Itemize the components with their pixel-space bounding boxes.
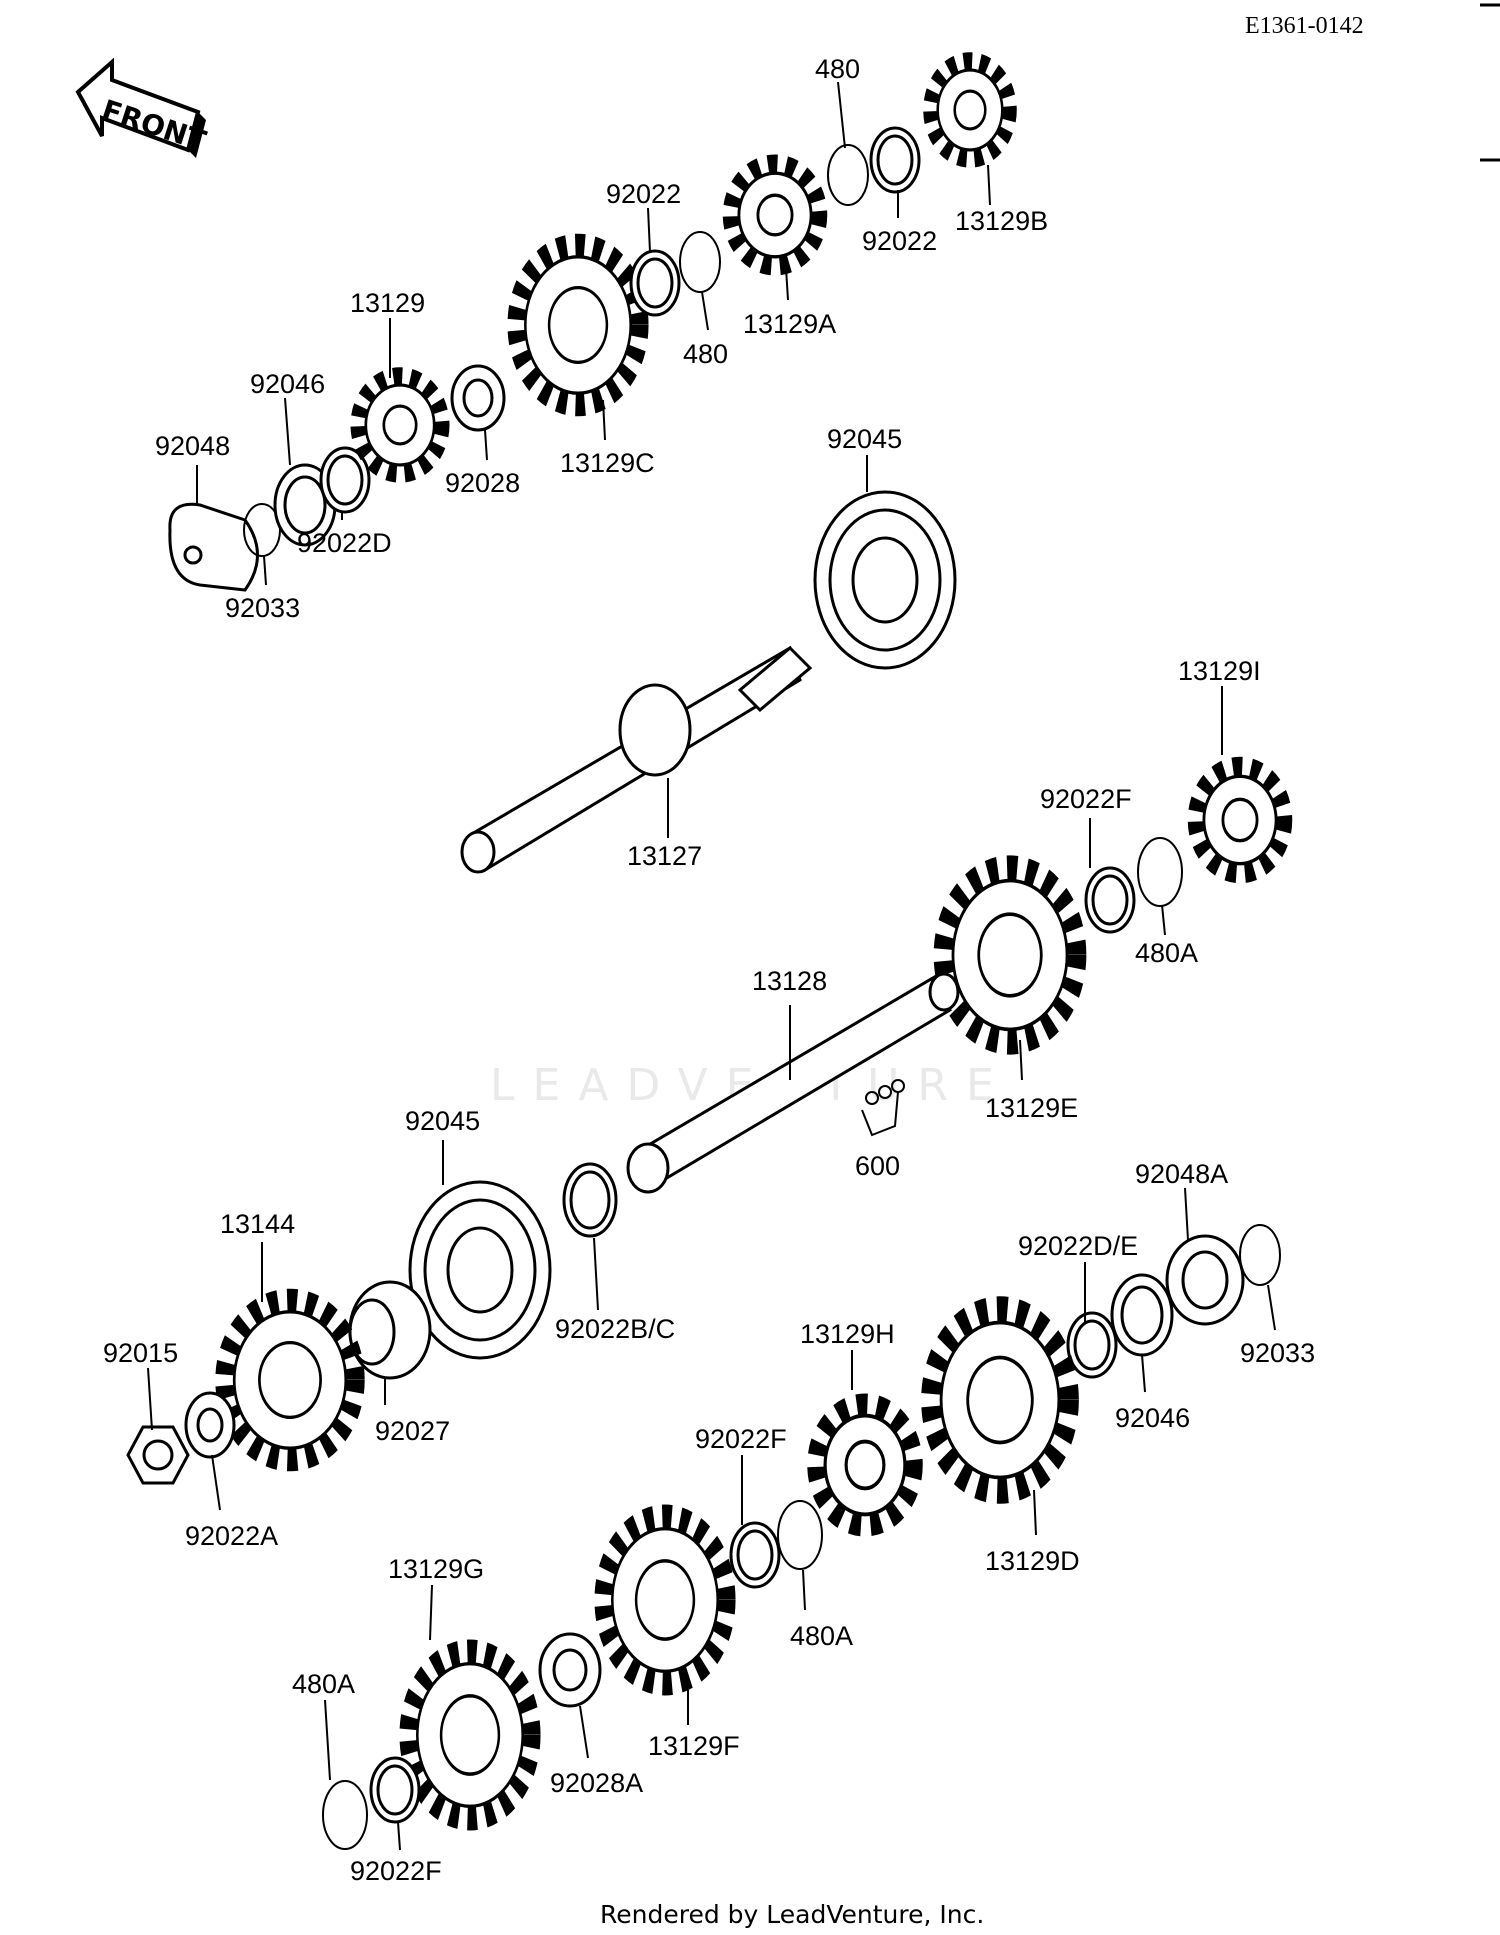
callout-92022F: 92022F: [695, 1424, 787, 1454]
gear-13129H: [817, 1405, 914, 1525]
callout-13129: 13129: [350, 288, 425, 318]
callout-92022D: 92022D: [297, 528, 392, 558]
bearing-92046-right: [1110, 1273, 1174, 1357]
gear-13129I: [1196, 767, 1283, 873]
front-arrow-icon: FRONT: [75, 57, 210, 158]
bushing-92028: [450, 364, 506, 432]
circlip-480A-bottom: [322, 1780, 368, 1850]
callout-92048: 92048: [155, 431, 230, 461]
callout-480: 480: [683, 339, 728, 369]
washer-92022F-top: [1084, 866, 1136, 934]
callout-92022D-E: 92022D/E: [1018, 1231, 1138, 1261]
callout-13129C: 13129C: [560, 448, 655, 478]
washer-92022-right: [869, 126, 921, 194]
gear-13129: [359, 377, 442, 474]
washer-92022F-mid: [729, 1521, 781, 1589]
callout-92027: 92027: [375, 1416, 450, 1446]
washer-92022: [629, 249, 681, 317]
callout-13129D: 13129D: [985, 1546, 1080, 1576]
washer-92022F-bottom: [369, 1756, 421, 1824]
shaft-13127: [460, 645, 813, 874]
callout-92033: 92033: [225, 593, 300, 623]
circlip-480A-mid: [777, 1500, 823, 1570]
callout-13129I: 13129I: [1178, 656, 1261, 686]
callout-92022: 92022: [606, 179, 681, 209]
callout-480A: 480A: [292, 1669, 355, 1699]
shaft-13128: [626, 972, 960, 1194]
callout-92028A: 92028A: [550, 1768, 643, 1798]
callout-92045: 92045: [405, 1106, 480, 1136]
callout-92022: 92022: [862, 226, 937, 256]
collar-92048A: [1165, 1234, 1245, 1326]
callout-480: 480: [815, 54, 860, 84]
callout-92046: 92046: [250, 369, 325, 399]
gear-13129D: [932, 1310, 1069, 1490]
callout-92028: 92028: [445, 468, 520, 498]
leader-lines: [147, 81, 1276, 1851]
callout-92046: 92046: [1115, 1403, 1190, 1433]
callout-13129F: 13129F: [648, 1731, 740, 1761]
circlip-92033-right: [1239, 1224, 1281, 1286]
callout-480A: 480A: [1135, 938, 1198, 968]
gear-13129A: [731, 164, 818, 265]
collar-92027: [348, 1280, 432, 1380]
callout-92045: 92045: [827, 424, 902, 454]
bushing-92028A: [538, 1632, 602, 1708]
callout-13127: 13127: [627, 841, 702, 871]
circlip-480-top: [827, 144, 869, 206]
ball-bearing-92045-top: [813, 490, 957, 670]
callout-92033: 92033: [1240, 1338, 1315, 1368]
callout-13129G: 13129G: [388, 1554, 484, 1584]
callout-13144: 13144: [220, 1209, 295, 1239]
gear-13129E: [944, 869, 1076, 1042]
callout-13129H: 13129H: [800, 1319, 895, 1349]
callout-13128: 13128: [752, 966, 827, 996]
sprocket-13144: [225, 1301, 355, 1459]
washer-92022A: [184, 1391, 236, 1459]
callout-92022F: 92022F: [1040, 784, 1132, 814]
callout-480A: 480A: [790, 1621, 853, 1651]
gear-13129G: [409, 1652, 531, 1818]
circlip-480A-top: [1137, 837, 1183, 907]
circlip-480: [679, 231, 721, 293]
callout-13129A: 13129A: [743, 309, 836, 339]
callout-600: 600: [855, 1151, 900, 1181]
callout-13129B: 13129B: [955, 206, 1048, 236]
washer-92022DE: [1066, 1311, 1118, 1379]
callout-92022F: 92022F: [350, 1856, 442, 1886]
gear-13129F: [604, 1517, 726, 1683]
footer-credit: Rendered by LeadVenture, Inc.: [600, 1900, 984, 1929]
ring-92022BC: [562, 1162, 618, 1238]
collar-92048: [168, 502, 259, 592]
nut-92015: [126, 1425, 190, 1485]
gear-13129C: [517, 246, 639, 404]
callout-92022B-C: 92022B/C: [555, 1314, 675, 1344]
diagram-code: E1361-0142: [1245, 13, 1364, 39]
callout-13129E: 13129E: [985, 1093, 1078, 1123]
callout-92048A: 92048A: [1135, 1159, 1228, 1189]
gear-13129B: [931, 62, 1009, 159]
ball-bearing-92045-bottom: [408, 1180, 552, 1360]
callout-92022A: 92022A: [185, 1521, 278, 1551]
callout-92015: 92015: [103, 1338, 178, 1368]
